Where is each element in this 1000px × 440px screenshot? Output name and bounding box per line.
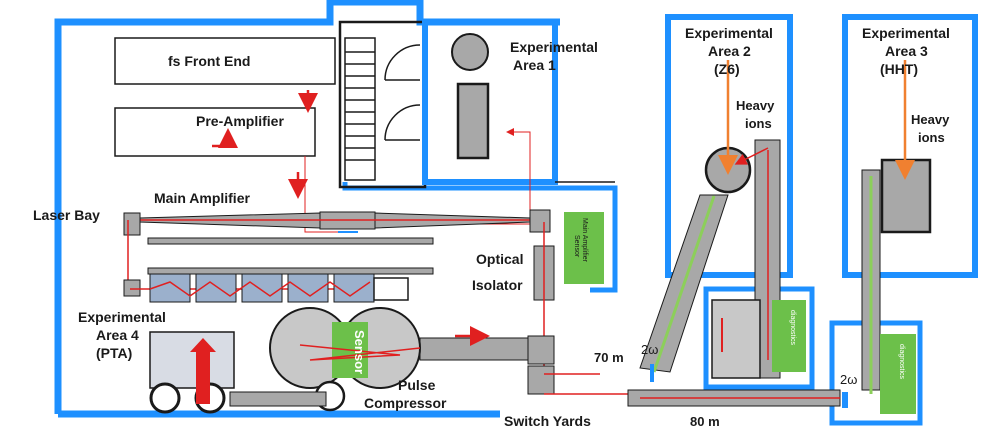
- diagnostics-label-b: diagnostics: [898, 344, 905, 380]
- sensor-label: Sensor: [352, 330, 367, 374]
- exp-area-3-label-l1: Experimental: [862, 25, 950, 41]
- diagnostics-area-2: [772, 300, 806, 372]
- main-amplifier-sensor: [564, 212, 604, 284]
- target-chamber-3: [880, 158, 932, 234]
- target-chamber-1: [451, 33, 489, 71]
- exp-area-4-label-l2: Area 4: [96, 327, 139, 343]
- exp-area-2-label-l3: (Z6): [714, 61, 740, 77]
- diagnostics-label-a: diagnostics: [789, 310, 796, 346]
- laser-bay-label: Laser Bay: [33, 207, 100, 223]
- fs-front-end-box: [114, 37, 336, 85]
- exp-area-4-label-l1: Experimental: [78, 309, 166, 325]
- exp-area-4-label-l3: (PTA): [96, 345, 132, 361]
- exp-area-1-label-l2: Area 1: [513, 57, 556, 73]
- main-amplifier-label: Main Amplifier: [154, 190, 250, 206]
- exp-area-1-walls: [338, 19, 615, 189]
- exp-area-2-label-l1: Experimental: [685, 25, 773, 41]
- switch-yards-label: Switch Yards: [504, 413, 591, 429]
- exp-area-3-label-l2: Area 3: [885, 43, 928, 59]
- fs-front-end-label: fs Front End: [168, 53, 250, 69]
- pulse-compressor-label-l2: Compressor: [364, 395, 447, 411]
- optical-isolator-label-l2: Isolator: [472, 277, 523, 293]
- heavy-ions-3-l1: Heavy: [911, 112, 950, 127]
- pre-amplifier-box: [114, 107, 316, 157]
- diagnostics-area-3: [880, 334, 916, 414]
- pulse-compressor: [229, 307, 421, 412]
- exp-area-1-label-l1: Experimental: [510, 39, 598, 55]
- exp-area-2-walls: [665, 14, 793, 278]
- distance-80m: 80 m: [690, 414, 720, 429]
- heavy-ions-2-l2: ions: [745, 116, 772, 131]
- exp-area-2-label-l2: Area 2: [708, 43, 751, 59]
- distance-70m: 70 m: [594, 350, 624, 365]
- pre-amplifier-label: Pre-Amplifier: [196, 113, 284, 129]
- exp-area-3-label-l3: (HHT): [880, 61, 918, 77]
- heavy-ions-2-l1: Heavy: [736, 98, 775, 113]
- exp-area-4-equipment: [149, 331, 235, 414]
- two-omega-label-b: 2ω: [840, 372, 857, 387]
- experiment-table-1: [456, 82, 490, 160]
- main-amp-sensor-label-l1: Main Amplifier: [581, 218, 588, 263]
- pulse-compressor-label-l1: Pulse: [398, 377, 436, 393]
- beam-pipe-compressor: [419, 337, 543, 361]
- exp-area-3-walls: [842, 14, 978, 278]
- main-amplifier: [123, 209, 551, 303]
- optical-isolator-label-l1: Optical: [476, 251, 523, 267]
- main-amp-sensor-label-l2: Sensor: [573, 235, 580, 258]
- staircase: [344, 37, 421, 181]
- heavy-ions-3-l2: ions: [918, 130, 945, 145]
- two-omega-label-a: 2ω: [641, 342, 658, 357]
